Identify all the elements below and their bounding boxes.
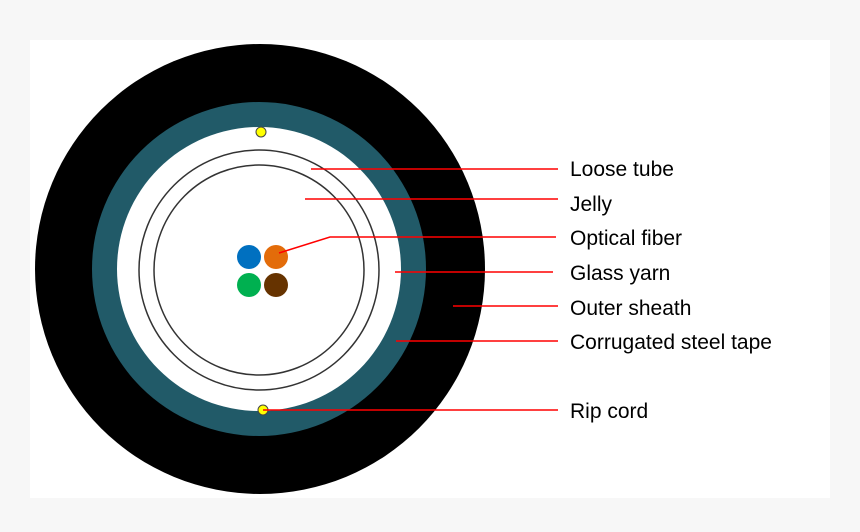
label-optical-fiber: Optical fiber xyxy=(570,227,682,250)
label-jelly: Jelly xyxy=(570,193,613,216)
label-outer-sheath: Outer sheath xyxy=(570,297,691,320)
fiber-green xyxy=(237,273,261,297)
label-corrugated-steel-tape: Corrugated steel tape xyxy=(570,331,772,354)
label-glass-yarn: Glass yarn xyxy=(570,262,670,285)
loose-tube-inner xyxy=(153,164,365,376)
fiber-orange xyxy=(264,245,288,269)
rip-cord-top xyxy=(255,126,267,138)
leader-line-optical-fiber xyxy=(278,236,556,254)
glass-yarn-layer xyxy=(117,127,401,411)
fiber-brown xyxy=(264,273,288,297)
label-loose-tube: Loose tube xyxy=(570,158,674,181)
label-rip-cord: Rip cord xyxy=(570,400,648,423)
loose-tube-outer xyxy=(138,149,380,391)
fiber-blue xyxy=(237,245,261,269)
